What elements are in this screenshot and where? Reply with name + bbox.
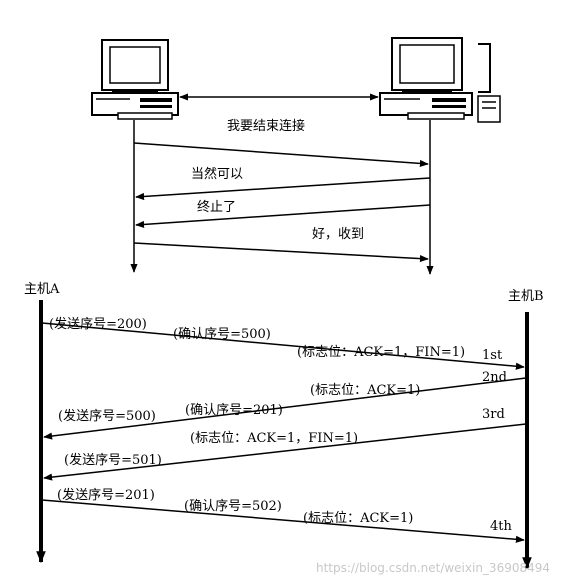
step2-flags: (标志位：ACK=1) <box>310 383 420 398</box>
step4-ack: (确认序号=502) <box>184 499 282 514</box>
close-request-label: 我要结束连接 <box>227 118 305 134</box>
top-arrow-request <box>133 142 429 168</box>
top-arrow-final <box>133 242 429 263</box>
top-arrow-terminate <box>135 204 431 229</box>
step1-seq: (发送序号=200) <box>49 316 147 332</box>
step3-seq: (发送序号=501) <box>64 452 162 468</box>
step4-seq: (发送序号=201) <box>57 487 155 503</box>
step3-tag: 3rd <box>482 407 505 422</box>
step1-ack: (确认序号=500) <box>173 327 271 342</box>
step1-arrow <box>41 322 525 370</box>
step1-flags: (标志位：ACK=1，FIN=1) <box>297 345 465 360</box>
computer-right-icon <box>379 37 501 123</box>
reply-ok-label: 当然可以 <box>191 166 243 182</box>
step2-seq: (发送序号=500) <box>58 408 156 424</box>
computer-left-icon <box>91 39 179 120</box>
step4-flags: (标志位：ACK=1) <box>303 511 413 526</box>
final-ok-label: 好，收到 <box>312 227 364 242</box>
step3-arrow <box>43 423 527 481</box>
step4-tag: 4th <box>490 519 512 534</box>
step1-tag: 1st <box>482 348 503 363</box>
step4-arrow <box>41 499 525 543</box>
step2-arrow <box>43 377 527 440</box>
host-b-label: 主机B <box>508 289 544 304</box>
step3-flags: (标志位：ACK=1，FIN=1) <box>190 431 358 446</box>
host-a-label: 主机A <box>24 282 60 297</box>
terminated-label: 终止了 <box>197 199 236 215</box>
watermark-text: https://blog.csdn.net/weixin_36908494 <box>316 561 550 575</box>
top-arrow-reply <box>135 177 431 201</box>
step2-ack: (确认序号=201) <box>185 403 283 418</box>
